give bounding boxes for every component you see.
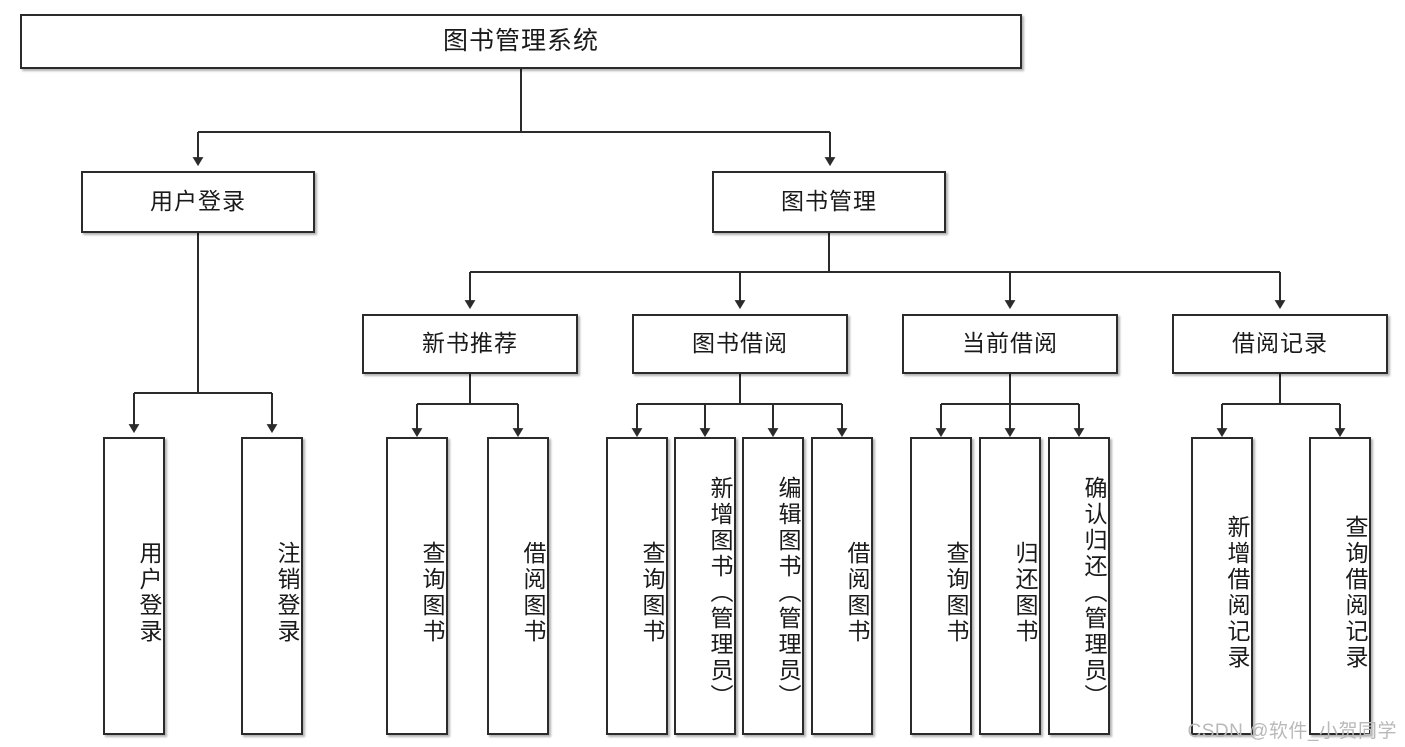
- node-leaf-user-login[interactable]: 用户登录: [103, 437, 165, 735]
- node-borrow-record[interactable]: 借阅记录: [1172, 314, 1388, 374]
- node-leaf-add-record[interactable]: 新增借阅记录: [1191, 437, 1253, 735]
- node-root-label: 图书管理系统: [442, 26, 599, 55]
- node-user-login[interactable]: 用户登录: [81, 171, 315, 233]
- node-leaf-borrow-book-2[interactable]: 借阅图书: [811, 437, 873, 735]
- node-new-book-recommend-label: 新书推荐: [422, 330, 518, 357]
- node-leaf-confirm-return-label: 确认归还（管理员）: [1081, 476, 1107, 710]
- node-leaf-confirm-return[interactable]: 确认归还（管理员）: [1048, 437, 1110, 735]
- node-leaf-query-book-2[interactable]: 查询图书: [606, 437, 668, 735]
- node-leaf-return-book-label: 归还图书: [1012, 541, 1038, 645]
- node-leaf-query-book-1-label: 查询图书: [419, 541, 445, 645]
- node-new-book-recommend[interactable]: 新书推荐: [362, 314, 578, 374]
- node-leaf-borrow-book-1[interactable]: 借阅图书: [487, 437, 549, 735]
- node-leaf-logout-label: 注销登录: [274, 541, 300, 645]
- node-leaf-query-book-2-label: 查询图书: [639, 541, 665, 645]
- node-leaf-logout[interactable]: 注销登录: [241, 437, 303, 735]
- node-leaf-query-book-3-label: 查询图书: [943, 541, 969, 645]
- node-book-manage-label: 图书管理: [781, 188, 877, 215]
- node-borrow-record-label: 借阅记录: [1232, 330, 1328, 357]
- node-leaf-query-record-label: 查询借阅记录: [1342, 515, 1368, 671]
- node-book-borrow[interactable]: 图书借阅: [632, 314, 848, 374]
- node-leaf-query-book-3[interactable]: 查询图书: [910, 437, 972, 735]
- node-root[interactable]: 图书管理系统: [20, 14, 1022, 69]
- csdn-watermark: CSDN @软件_小贺同学: [1187, 721, 1397, 742]
- node-leaf-query-record[interactable]: 查询借阅记录: [1309, 437, 1371, 735]
- node-current-borrow[interactable]: 当前借阅: [902, 314, 1118, 374]
- node-leaf-add-book[interactable]: 新增图书（管理员）: [674, 437, 736, 735]
- node-current-borrow-label: 当前借阅: [962, 330, 1058, 357]
- node-leaf-edit-book[interactable]: 编辑图书（管理员）: [742, 437, 804, 735]
- node-leaf-add-record-label: 新增借阅记录: [1224, 515, 1250, 671]
- node-book-borrow-label: 图书借阅: [692, 330, 788, 357]
- node-leaf-borrow-book-1-label: 借阅图书: [520, 541, 546, 645]
- node-leaf-query-book-1[interactable]: 查询图书: [386, 437, 448, 735]
- node-leaf-edit-book-label: 编辑图书（管理员）: [775, 476, 801, 710]
- node-leaf-add-book-label: 新增图书（管理员）: [707, 476, 733, 710]
- node-book-manage[interactable]: 图书管理: [712, 171, 946, 233]
- node-leaf-user-login-label: 用户登录: [136, 541, 162, 645]
- node-leaf-borrow-book-2-label: 借阅图书: [844, 541, 870, 645]
- node-leaf-return-book[interactable]: 归还图书: [979, 437, 1041, 735]
- node-user-login-label: 用户登录: [150, 188, 246, 215]
